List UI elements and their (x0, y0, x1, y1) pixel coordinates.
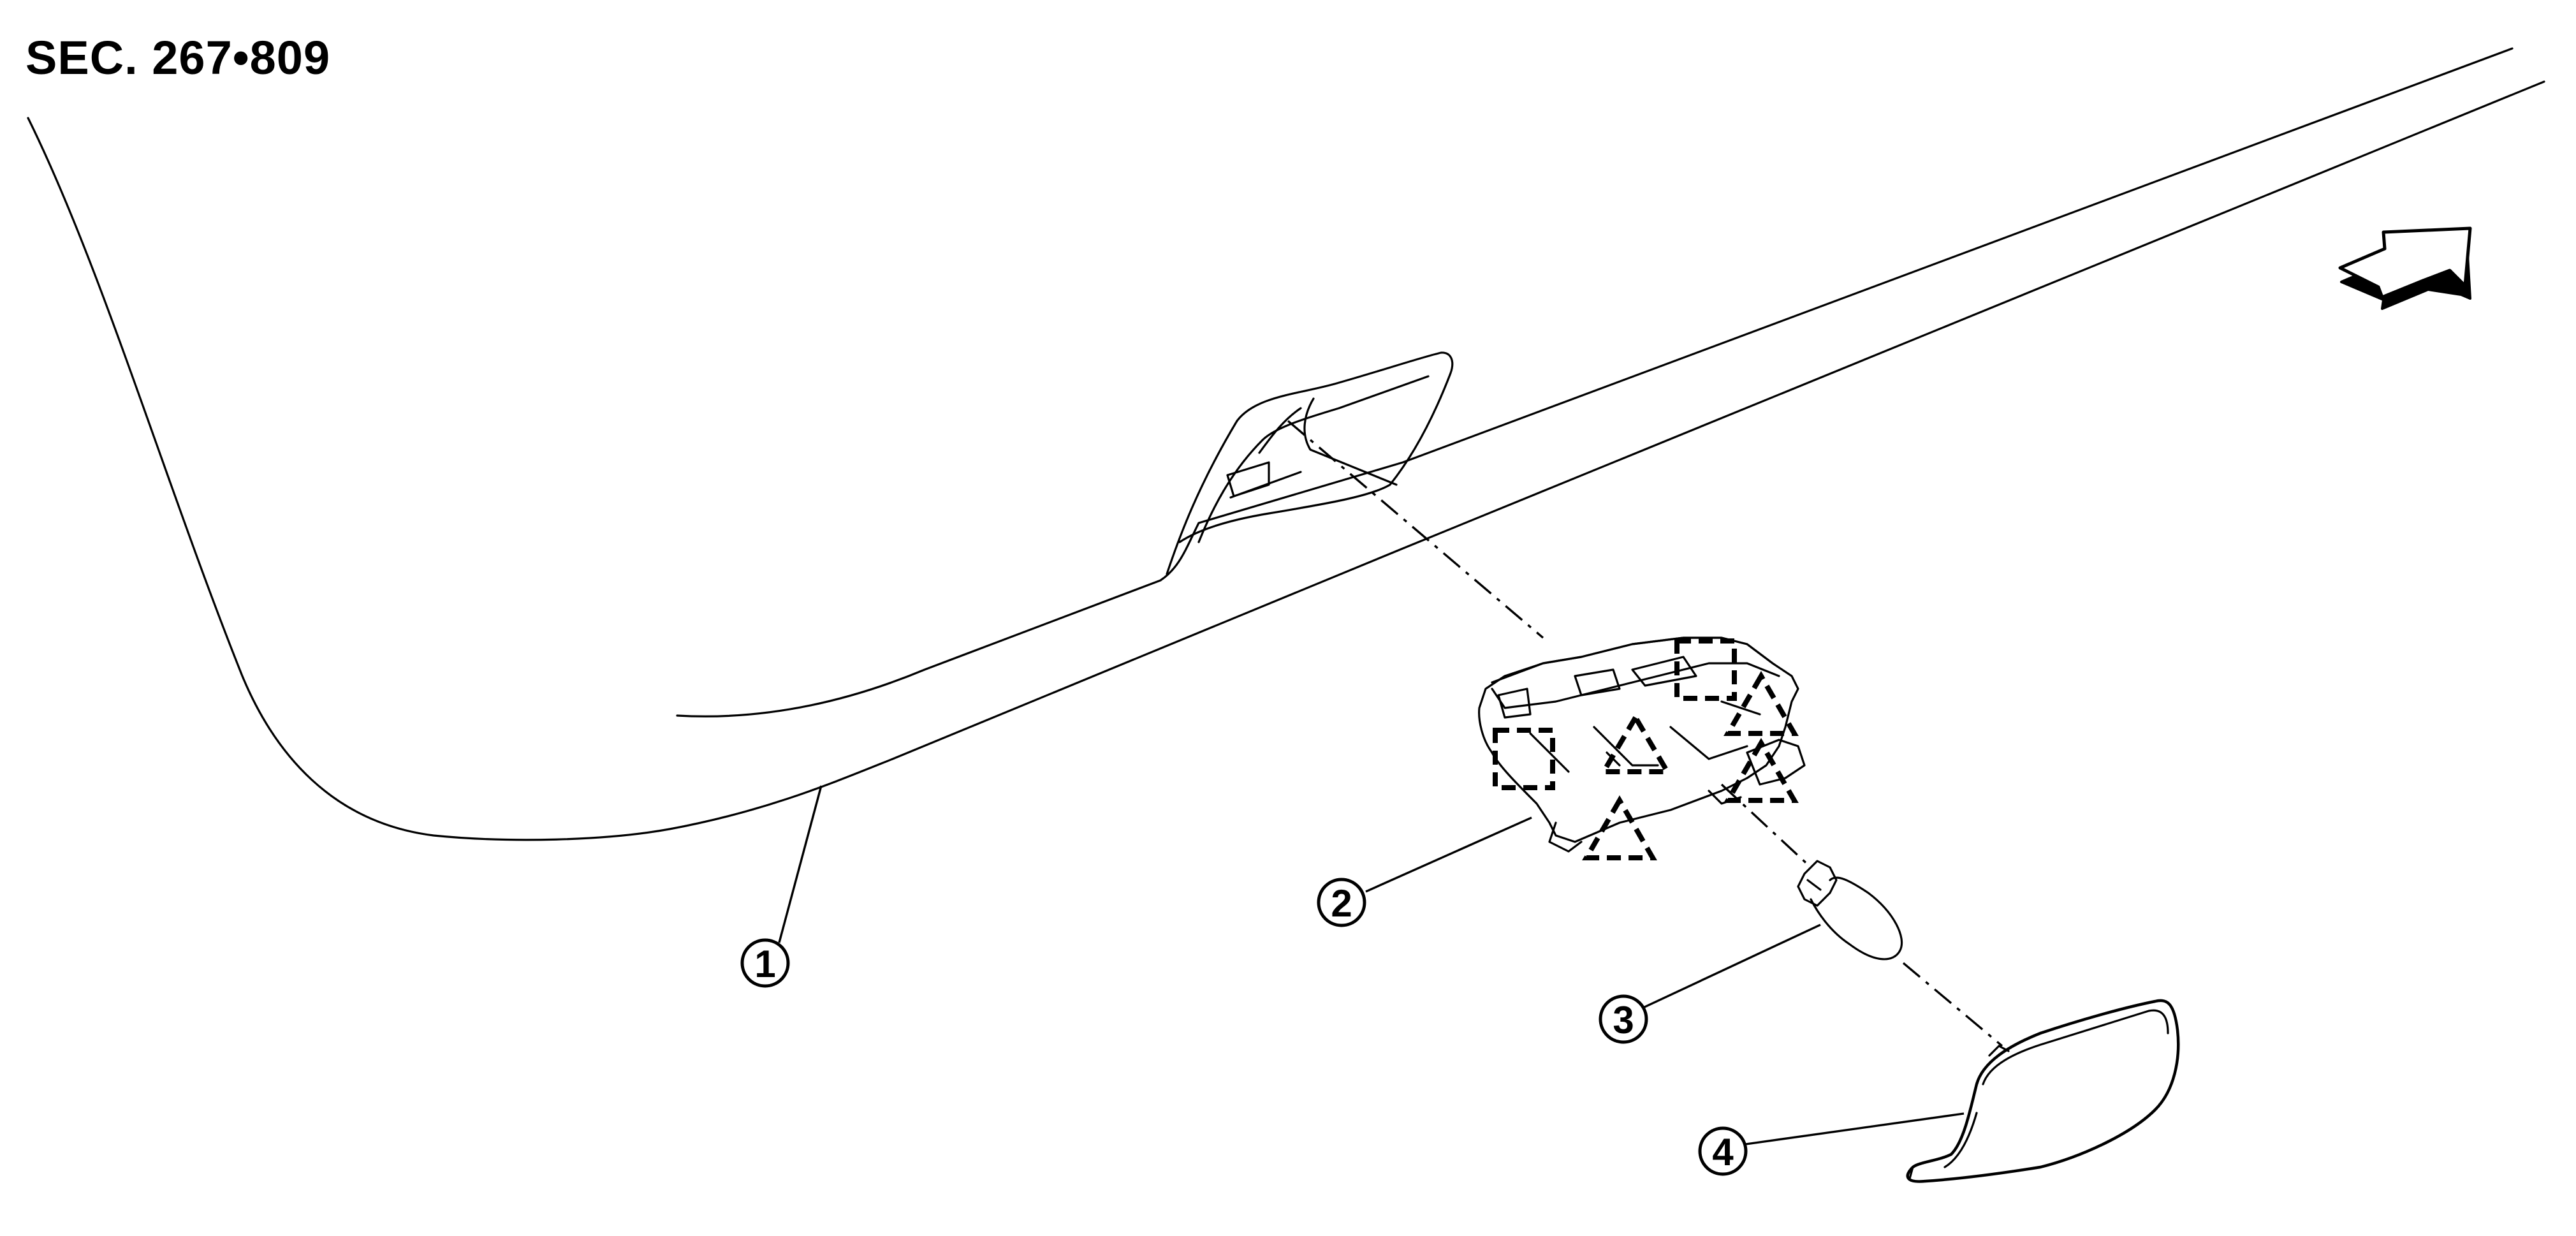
callout-1: 1 (740, 938, 790, 988)
callout-circle (1698, 1126, 1748, 1176)
bulb-component (1797, 860, 1903, 960)
dashed-square-icon (1493, 728, 1555, 790)
callout-4: 4 (1698, 1126, 1748, 1176)
housing-detail-b (1529, 700, 1761, 773)
callout-number: 1 (754, 943, 775, 985)
housing-tab (1548, 790, 1742, 853)
alignment-line-lower (1902, 962, 2003, 1047)
callout-2: 2 (1317, 878, 1366, 927)
bulb-base (1797, 860, 1838, 907)
callout-number: 4 (1712, 1131, 1734, 1173)
dashed-triangle-icon (1723, 738, 1799, 803)
dashed-triangle-icon (1582, 795, 1657, 860)
panel-inner-edge (676, 47, 2514, 717)
callout-number: 2 (1331, 882, 1352, 925)
pawl-markers (1493, 638, 1737, 790)
housing-detail-a (1497, 656, 1697, 719)
leader-line-3 (1643, 923, 1821, 1009)
direction-arrow-icon (2338, 226, 2472, 310)
panel-component (27, 47, 2545, 841)
arrow-face (2338, 226, 2472, 299)
callout-circle (740, 938, 790, 988)
dashed-triangle-icon (1723, 671, 1799, 736)
lens-component (1906, 999, 2180, 1183)
callout-circle (1317, 878, 1366, 927)
section-code: SEC. 267•809 (26, 31, 331, 84)
leader-line-2 (1365, 816, 1532, 893)
panel-recess-inner (1197, 375, 1430, 543)
dashed-triangle-icon (1599, 712, 1672, 774)
housing-top-face (1491, 636, 1780, 709)
callout-3: 3 (1599, 994, 1648, 1044)
lens-tab (1908, 1045, 2010, 1180)
metal-clip-markers (1582, 671, 1799, 860)
dashed-square-icon (1674, 638, 1737, 701)
callout-circle (1599, 994, 1648, 1044)
leader-line-4 (1745, 1112, 1965, 1145)
panel-outer-edge (27, 80, 2545, 841)
alignment-line-upper (1287, 420, 1544, 639)
leader-line-1 (778, 785, 823, 943)
housing-connector (1746, 739, 1806, 786)
callout-number: 3 (1613, 999, 1634, 1041)
panel-lamp-recess (1166, 351, 1454, 575)
lens-outer (1906, 999, 2180, 1183)
lens-inner-edge (1943, 1009, 2169, 1168)
bulb-glass (1810, 876, 1903, 960)
alignment-line-middle (1720, 783, 1812, 869)
